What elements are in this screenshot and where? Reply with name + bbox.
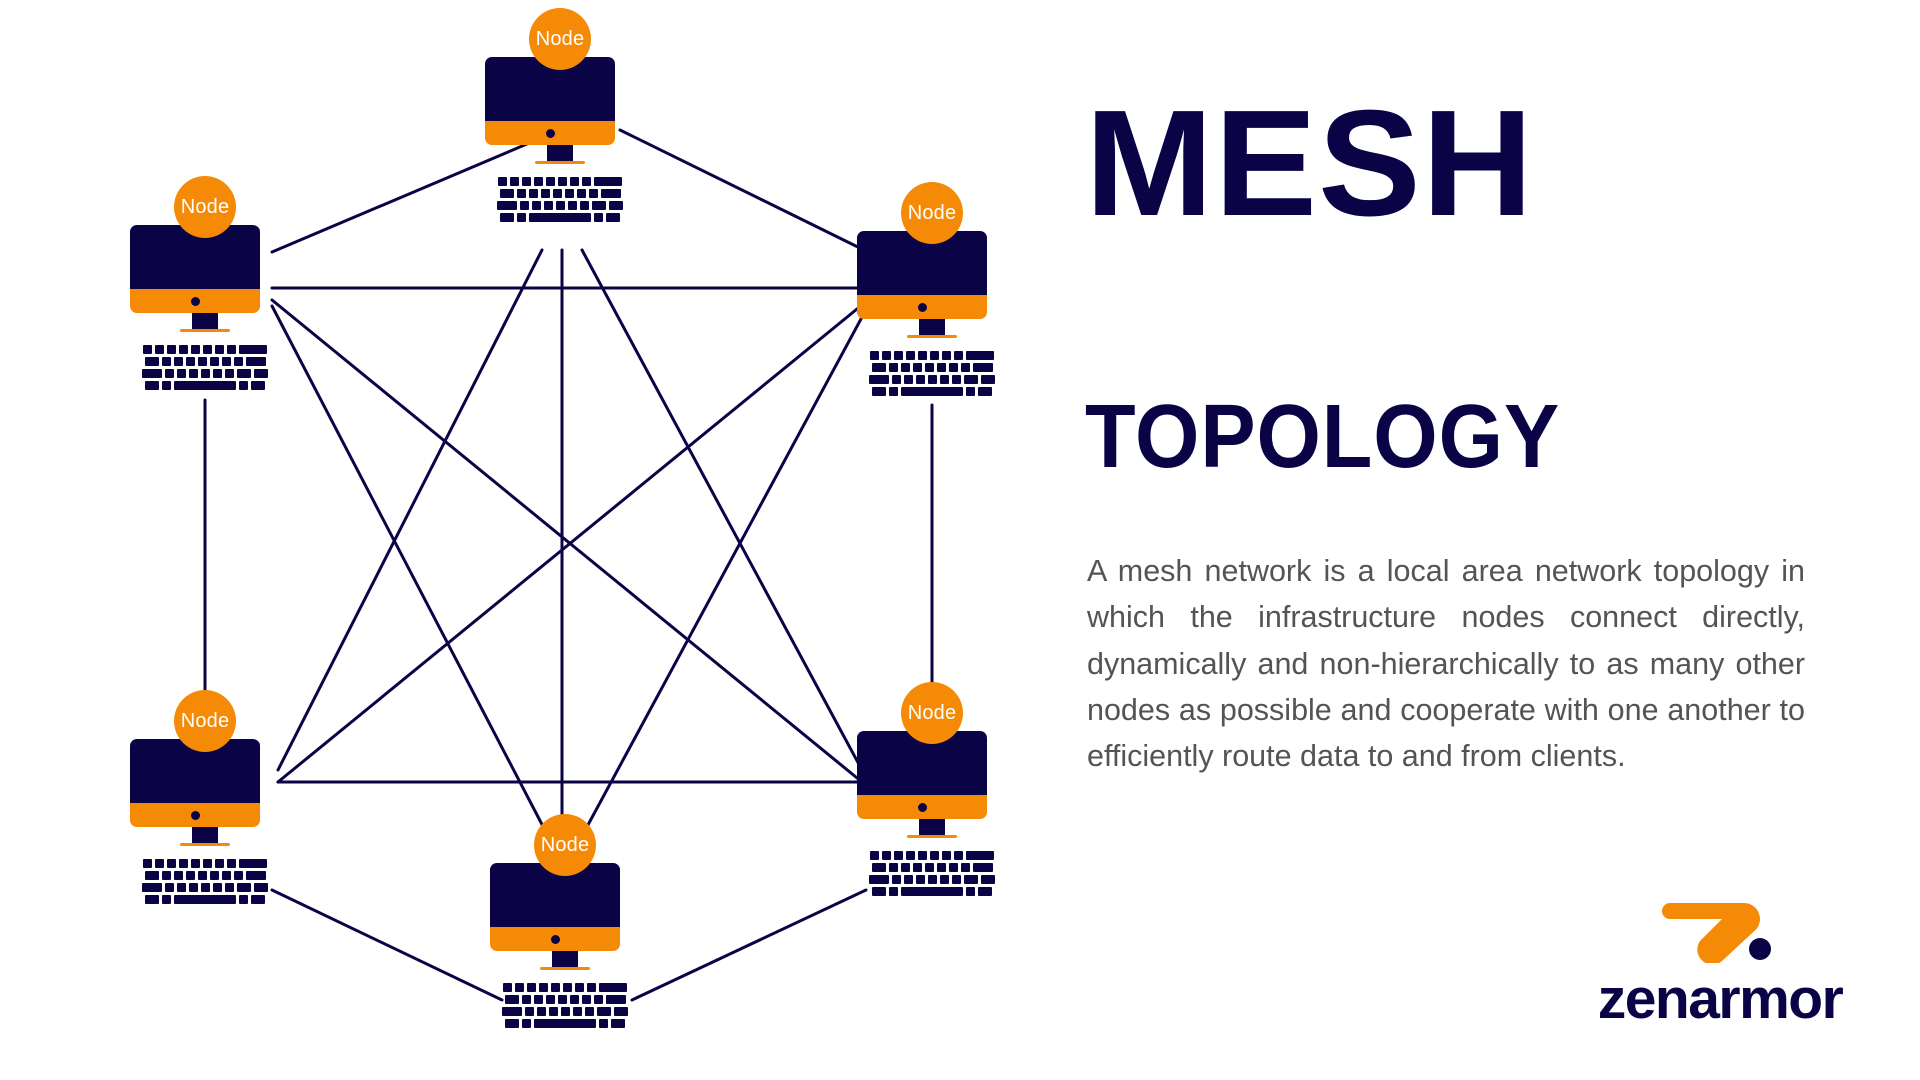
page-title-primary: Mesh [1085,20,1535,261]
keyboard-row [872,387,992,396]
node-bottom-center[interactable]: Node [490,814,640,1028]
keyboard-icon [130,345,280,390]
edge-lowerright-bottom [630,888,868,1002]
edge-top-upperleft [270,128,562,254]
keyboard-row [503,983,627,992]
node-badge-label: Node [907,202,957,224]
monitor-dot [545,128,555,138]
keyboard-row [143,859,267,868]
monitor-dot [917,802,927,812]
node-badge-label: Node [907,702,957,724]
monitor-chin [485,121,615,145]
keyboard-row [142,369,268,378]
keyboard-row [869,375,995,384]
keyboard-row [871,363,993,372]
monitor-chin [490,927,620,951]
monitor-dot [190,810,200,820]
node-badge-label: Node [540,834,590,856]
monitor-neck [552,951,578,967]
keyboard-row [144,871,266,880]
edge-upperleft-bottom [270,304,550,838]
computer-monitor-icon [130,739,280,846]
keyboard-row [500,213,620,222]
keyboard-row [142,883,268,892]
keyboard-row [505,1019,625,1028]
monitor-base [180,329,230,332]
node-badge: Node [534,814,596,876]
node-upper-right[interactable]: Node [857,182,1007,396]
node-badge: Node [174,176,236,238]
edge-upperleft-lowerright [270,298,864,784]
keyboard-row [870,351,994,360]
edge-top-upperright [618,128,870,254]
node-upper-left[interactable]: Node [130,176,280,390]
keyboard-row [145,895,265,904]
keyboard-icon [857,851,1007,896]
content-panel: Mesh Topology A mesh network is a local … [1085,0,1920,1080]
node-badge: Node [174,690,236,752]
keyboard-row [872,887,992,896]
keyboard-row [144,357,266,366]
keyboard-icon [485,177,635,222]
keyboard-icon [130,859,280,904]
computer-monitor-icon [130,225,280,332]
computer-monitor-icon [490,863,640,970]
keyboard-icon [857,351,1007,396]
monitor-chin [130,803,260,827]
brand-logo: zenarmor [1560,895,1880,1028]
node-badge-label: Node [535,28,585,50]
brand-wordmark: zenarmor [1597,967,1844,1031]
monitor-base [540,967,590,970]
connection-lines [203,128,934,1002]
monitor-neck [192,313,218,329]
monitor-neck [919,319,945,335]
monitor-neck [192,827,218,843]
monitor-base [180,843,230,846]
monitor-dot [550,934,560,944]
keyboard-row [498,177,622,186]
node-top-center[interactable]: Node [485,8,635,222]
edge-top-lowerright [580,248,864,772]
monitor-chin [130,289,260,313]
node-lower-right[interactable]: Node [857,682,1007,896]
node-badge-label: Node [180,196,230,218]
keyboard-icon [490,983,640,1028]
monitor-base [907,335,957,338]
edge-upperright-lowerleft [276,298,870,784]
edge-upperright-bottom [580,304,870,838]
keyboard-row [869,875,995,884]
monitor-neck [547,145,573,161]
node-lower-left[interactable]: Node [130,690,280,904]
monitor-chin [857,795,987,819]
monitor-chin [857,295,987,319]
monitor-dot [190,296,200,306]
zenarmor-seven-mark-icon [1660,895,1780,965]
mesh-topology-diagram: Node Node [130,8,1007,1028]
keyboard-row [143,345,267,354]
description-paragraph: A mesh network is a local area network t… [1087,554,1805,774]
monitor-base [535,161,585,164]
edge-top-lowerleft [276,248,544,772]
keyboard-row [145,381,265,390]
monitor-dot [917,302,927,312]
computer-monitor-icon [857,731,1007,838]
page-title-secondary: Topology [1085,352,1561,495]
keyboard-row [504,995,626,1004]
edge-lowerleft-bottom [270,888,504,1002]
node-badge: Node [901,182,963,244]
node-badge: Node [901,682,963,744]
computer-monitor-icon [485,57,635,164]
keyboard-row [502,1007,628,1016]
computer-monitor-icon [857,231,1007,338]
node-badge: Node [529,8,591,70]
node-badge-label: Node [180,710,230,732]
keyboard-row [870,851,994,860]
monitor-neck [919,819,945,835]
keyboard-row [497,201,623,210]
keyboard-row [499,189,621,198]
monitor-base [907,835,957,838]
keyboard-row [871,863,993,872]
